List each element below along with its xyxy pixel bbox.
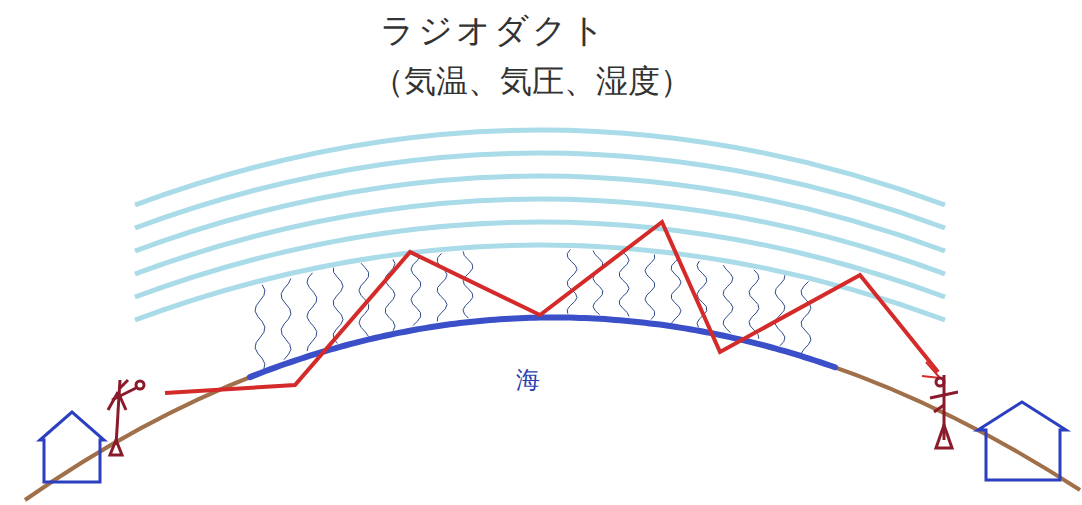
transmitter-antenna <box>108 380 144 455</box>
turbulence-line <box>255 285 265 369</box>
earth-surface <box>25 317 1080 500</box>
duct-layer <box>135 153 945 228</box>
turbulence-line <box>723 265 733 333</box>
duct-layer <box>135 245 945 320</box>
duct-layers <box>135 130 945 320</box>
turbulence-line <box>645 255 655 320</box>
duct-layer <box>135 222 945 297</box>
turbulence-line <box>801 281 811 353</box>
sea-surface <box>250 318 835 378</box>
turbulence-line <box>411 256 421 326</box>
sea-label: 海 <box>516 364 540 396</box>
turbulence-line <box>307 273 317 351</box>
turbulence-line <box>749 270 759 339</box>
duct-layer <box>135 199 945 274</box>
arrow-head <box>922 362 940 378</box>
factor-label: （気温、気圧、湿度） <box>372 60 692 104</box>
turbulence-line <box>671 258 681 324</box>
turbulence-line <box>593 251 603 315</box>
turbulence-line <box>775 275 785 346</box>
turbulence-line <box>463 251 473 318</box>
diagram-title: ラジオダクト <box>380 8 608 54</box>
turbulence-line <box>281 279 291 360</box>
turbulence-line <box>619 252 629 316</box>
duct-layer <box>135 130 945 205</box>
radio-path <box>165 222 938 393</box>
turbulence-lines <box>255 250 811 370</box>
receiver-antenna <box>930 375 958 448</box>
duct-layer <box>135 176 945 251</box>
house <box>40 412 104 482</box>
turbulence-line <box>567 250 577 314</box>
turbulence-line <box>437 253 447 321</box>
house <box>978 402 1066 480</box>
